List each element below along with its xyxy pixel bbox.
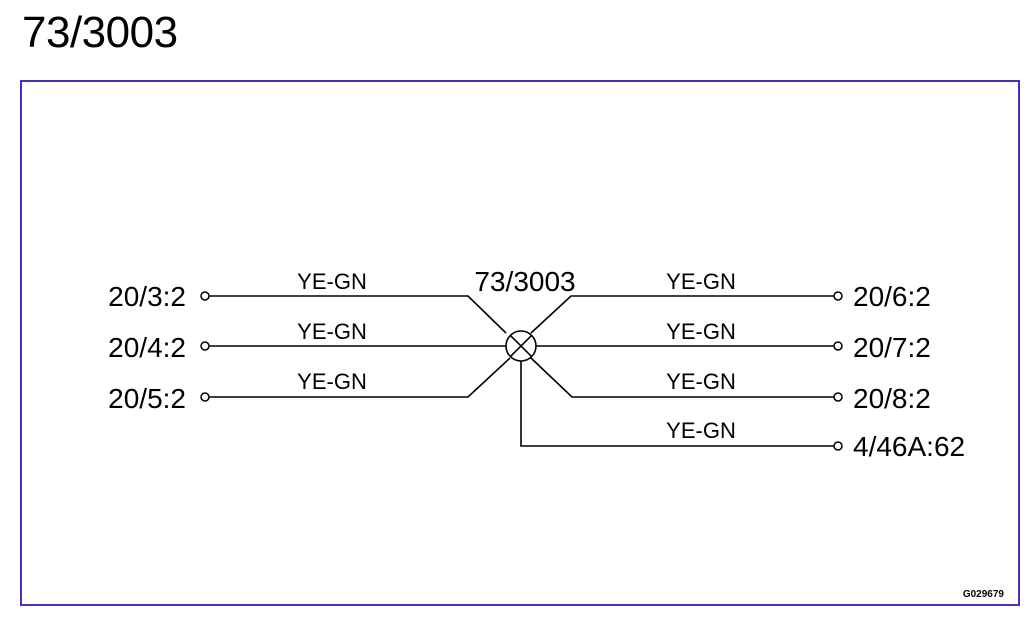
terminal-label: 20/4:2 — [108, 332, 186, 363]
terminal-connector-icon — [200, 392, 210, 402]
splice-icon — [505, 330, 537, 362]
terminal-label: 20/6:2 — [853, 281, 931, 312]
wire-color-label: YE-GN — [666, 369, 736, 394]
splice-label: 73/3003 — [474, 266, 575, 297]
wire-20-5-2 — [209, 357, 511, 398]
terminal-label: 20/7:2 — [853, 332, 931, 363]
terminal-connector-icon — [200, 341, 210, 351]
wire-color-label: YE-GN — [666, 269, 736, 294]
terminal-connector-icon — [833, 291, 843, 301]
terminal-label: 4/46A:62 — [853, 431, 965, 462]
wire-20-3-2 — [209, 295, 507, 334]
terminal-connector-icon — [833, 341, 843, 351]
wire-color-label: YE-GN — [666, 418, 736, 443]
wire-color-label: YE-GN — [297, 369, 367, 394]
terminal-label: 20/3:2 — [108, 281, 186, 312]
wire-color-label: YE-GN — [297, 269, 367, 294]
terminal-connector-icon — [200, 291, 210, 301]
terminal-label: 20/8:2 — [853, 383, 931, 414]
diagram-frame — [20, 80, 1020, 606]
terminal-connector-icon — [833, 441, 843, 451]
terminal-label: 20/5:2 — [108, 383, 186, 414]
wire-color-label: YE-GN — [666, 319, 736, 344]
figure-id: G029679 — [963, 589, 1005, 600]
wire-20-6-2 — [530, 295, 834, 334]
terminal-connector-icon — [833, 392, 843, 402]
wire-20-8-2 — [530, 357, 834, 398]
wire-color-label: YE-GN — [297, 319, 367, 344]
page-title: 73/3003 — [22, 8, 178, 57]
wire-4-46a-62 — [520, 361, 834, 447]
